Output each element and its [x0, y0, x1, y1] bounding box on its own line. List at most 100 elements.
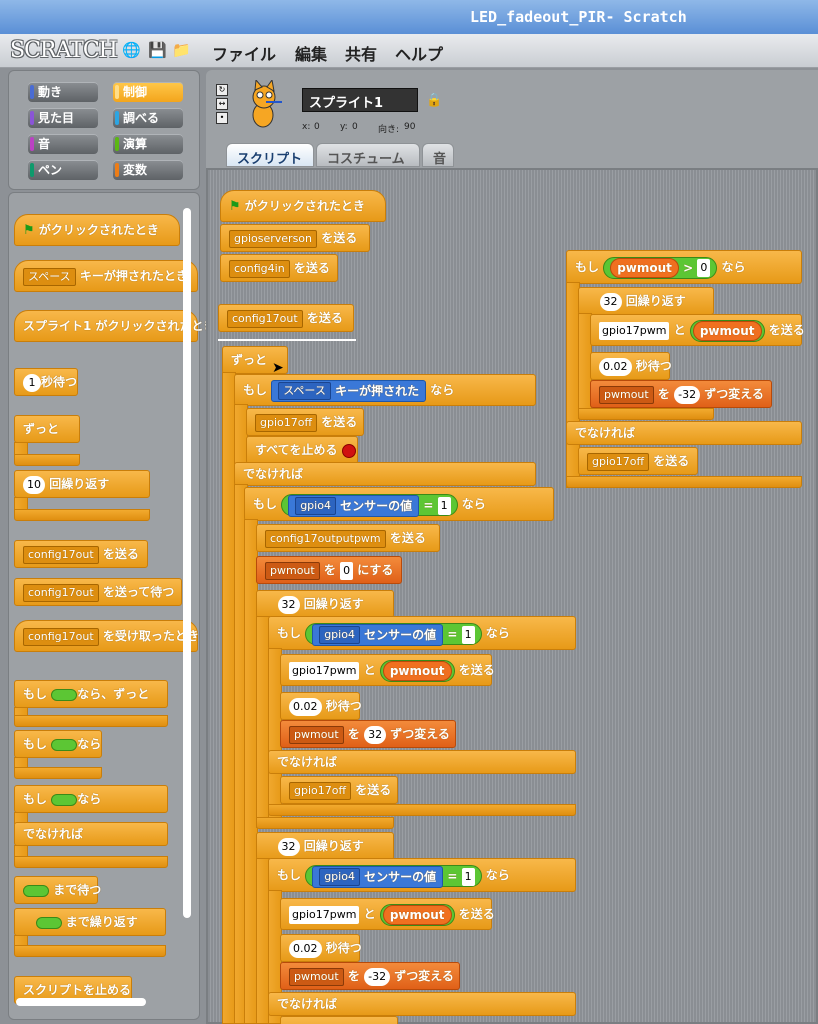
repeat-input[interactable]: 32	[277, 595, 300, 614]
wait-block[interactable]: 0.02 秒待つ	[590, 352, 672, 380]
tab-costumes[interactable]: コスチューム	[316, 143, 420, 167]
palette-receive-hat[interactable]: config17out を受け取ったとき	[14, 620, 199, 652]
category-sound[interactable]: 音	[28, 134, 98, 154]
pin-input[interactable]: gpio17pwm	[599, 321, 670, 340]
menu-edit[interactable]: 編集	[295, 45, 328, 64]
palette-flag-hat[interactable]: ⚑ がクリックされたとき	[14, 214, 180, 246]
if-else-block[interactable]: もし スペース キーが押された なら	[234, 374, 536, 406]
menu-share[interactable]: 共有	[345, 45, 378, 64]
repeat-block[interactable]: 32 回繰り返す	[256, 832, 394, 860]
broadcast-block[interactable]: gpio17off を送る	[280, 776, 398, 804]
palette-forever[interactable]: ずっと	[14, 415, 80, 443]
sensor-dropdown[interactable]: gpio4	[319, 868, 360, 886]
key-dropdown[interactable]: スペース	[278, 382, 331, 400]
share-icon[interactable]: 📁	[172, 41, 191, 59]
palette-vertical-scrollbar[interactable]	[183, 208, 191, 918]
repeat-input[interactable]: 32	[599, 292, 622, 311]
category-variables[interactable]: 変数	[113, 160, 183, 180]
pwmout-reporter[interactable]: pwmout	[610, 258, 679, 278]
change-variable-block[interactable]: pwmout を 32 ずつ変える	[280, 720, 456, 748]
equals-operator[interactable]: gpio4 センサーの値 = 1	[305, 622, 482, 646]
message-dropdown[interactable]: config17out	[23, 627, 99, 646]
palette-repeat[interactable]: 10 回繰り返す	[14, 470, 150, 498]
pwmout-reporter[interactable]: pwmout	[382, 905, 452, 925]
menu-help[interactable]: ヘルプ	[395, 45, 444, 64]
wait-input[interactable]: 0.02	[289, 697, 322, 716]
greater-than-operator[interactable]: pwmout > 0	[603, 256, 718, 279]
broadcast-block[interactable]: config17out を送る	[218, 304, 354, 332]
category-pen[interactable]: ペン	[28, 160, 98, 180]
save-icon[interactable]: 💾	[148, 41, 167, 59]
value-input[interactable]: 0	[340, 561, 354, 580]
broadcast-block[interactable]: config17outputpwm を送る	[256, 524, 440, 552]
message-dropdown[interactable]: config17out	[227, 309, 303, 328]
menu-file[interactable]: ファイル	[212, 45, 277, 64]
wait-block[interactable]: 0.02 秒待つ	[280, 934, 362, 962]
category-operators[interactable]: 演算	[113, 134, 183, 154]
repeat-input[interactable]: 10	[23, 475, 45, 494]
if-else-block[interactable]: もし gpio4 センサーの値 = 1 なら	[244, 487, 554, 521]
variable-dropdown[interactable]: pwmout	[265, 561, 320, 580]
boolean-slot[interactable]	[51, 793, 78, 806]
category-looks[interactable]: 見た目	[28, 108, 98, 128]
broadcast-block[interactable]: gpio17off を送る	[578, 447, 698, 475]
key-dropdown[interactable]: スペース	[23, 267, 76, 286]
boolean-slot[interactable]	[23, 884, 49, 897]
variable-dropdown[interactable]: pwmout	[289, 725, 344, 744]
wait-input[interactable]: 0.02	[599, 357, 632, 376]
pin-input[interactable]: gpio17pwm	[289, 905, 360, 924]
broadcast-block[interactable]: config4in を送る	[220, 254, 338, 282]
tab-sounds[interactable]: 音	[422, 143, 454, 167]
palette-wait-until[interactable]: まで待つ	[14, 876, 101, 904]
change-input[interactable]: -32	[364, 967, 391, 986]
message-dropdown[interactable]: gpio17off	[255, 413, 318, 432]
sensor-value-reporter[interactable]: gpio4 センサーの値	[312, 865, 444, 888]
change-input[interactable]: 32	[364, 725, 387, 744]
broadcast-block[interactable]: gpioserverson を送る	[220, 224, 370, 252]
compare-input[interactable]: 1	[461, 867, 475, 886]
palette-if[interactable]: もし なら	[14, 730, 102, 758]
change-variable-block[interactable]: pwmout を -32 ずつ変える	[280, 962, 460, 990]
pin-input[interactable]: gpio17pwm	[289, 661, 360, 680]
equals-operator[interactable]: gpio4 センサーの値 = 1	[305, 864, 482, 888]
category-sensing[interactable]: 調べる	[113, 108, 183, 128]
repeat-input[interactable]: 32	[277, 837, 300, 856]
palette-horizontal-scrollbar[interactable]	[16, 998, 146, 1006]
wait-block[interactable]: 0.02 秒待つ	[280, 692, 362, 720]
repeat-block[interactable]: 32 回繰り返す	[256, 590, 394, 618]
sensor-dropdown[interactable]: gpio4	[319, 626, 360, 644]
palette-sprite-hat[interactable]: スプライト1 がクリックされたとき	[14, 310, 216, 342]
set-variable-block[interactable]: pwmout を 0 にする	[256, 556, 402, 584]
change-input[interactable]: -32	[674, 385, 701, 404]
flip-lr-icon[interactable]: ↔	[216, 98, 228, 110]
boolean-slot[interactable]	[51, 738, 78, 751]
message-dropdown[interactable]: gpioserverson	[229, 229, 318, 248]
if-else-block[interactable]: もし gpio4 センサーの値 = 1 なら	[268, 858, 576, 892]
when-flag-clicked-block[interactable]: ⚑ がクリックされたとき	[220, 190, 386, 222]
repeat-block[interactable]: 32 回繰り返す	[578, 287, 714, 315]
palette-if-else[interactable]: もし なら	[14, 785, 168, 813]
if-else-block[interactable]: もし pwmout > 0 なら	[566, 250, 802, 284]
forever-block[interactable]: ずっと	[222, 346, 288, 374]
sprite-name-field[interactable]: スプライト1	[302, 88, 418, 112]
no-rotate-icon[interactable]: •	[216, 112, 228, 124]
sensor-dropdown[interactable]: gpio4	[295, 497, 336, 515]
lock-icon[interactable]: 🔒	[426, 93, 443, 108]
category-motion[interactable]: 動き	[28, 82, 98, 102]
change-variable-block[interactable]: pwmout を -32 ずつ変える	[590, 380, 772, 408]
compare-input[interactable]: 1	[437, 496, 451, 515]
message-dropdown[interactable]: config17outputpwm	[265, 529, 386, 548]
palette-key-hat[interactable]: スペース キーが押されたとき	[14, 260, 198, 292]
key-pressed-sensor[interactable]: スペース キーが押された	[271, 379, 427, 402]
sensor-value-reporter[interactable]: gpio4 センサーの値	[288, 494, 420, 517]
palette-broadcast[interactable]: config17out を送る	[14, 540, 148, 568]
message-dropdown[interactable]: config17out	[23, 545, 99, 564]
variable-dropdown[interactable]: pwmout	[289, 967, 344, 986]
palette-if-forever[interactable]: もし なら、ずっと	[14, 680, 168, 708]
boolean-slot[interactable]	[51, 688, 78, 701]
palette-broadcast-wait[interactable]: config17out を送って待つ	[14, 578, 182, 606]
send-pwm-block[interactable]: gpio17pwm と pwmout を送る	[280, 898, 495, 930]
broadcast-block-partial[interactable]	[280, 1016, 398, 1024]
message-dropdown[interactable]: gpio17off	[587, 452, 650, 471]
variable-dropdown[interactable]: pwmout	[599, 385, 654, 404]
